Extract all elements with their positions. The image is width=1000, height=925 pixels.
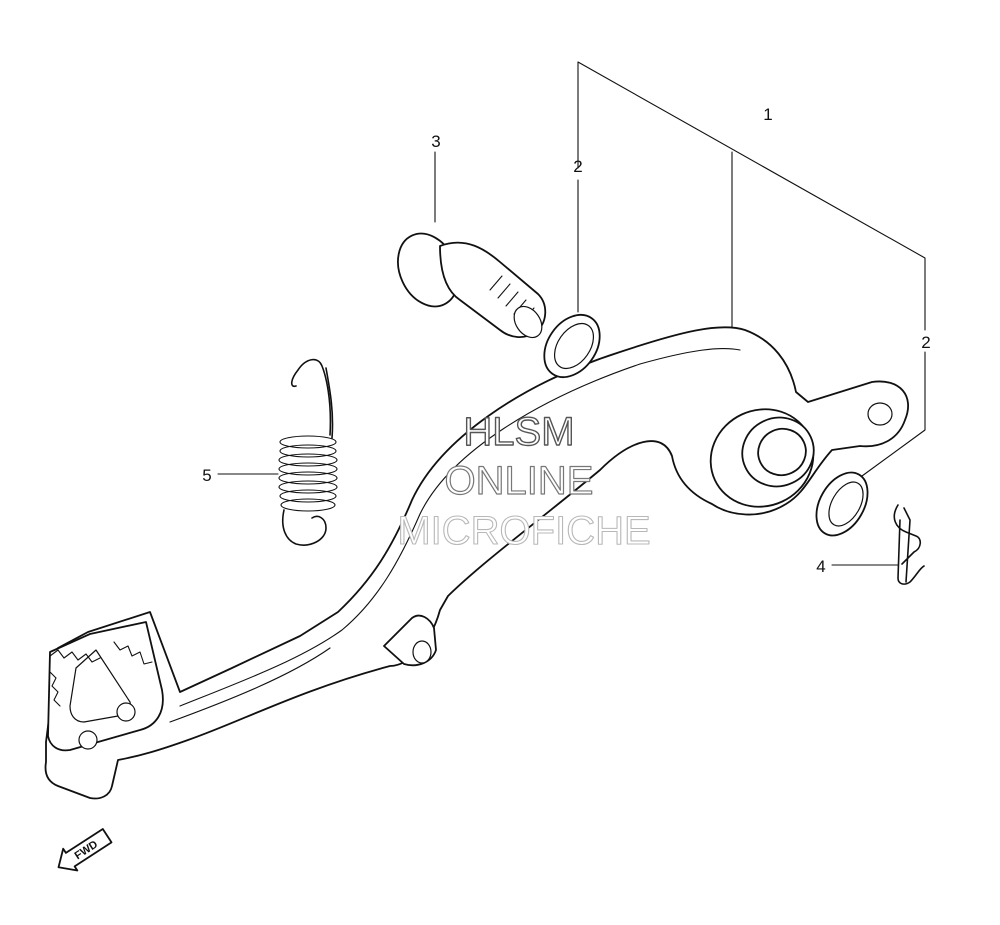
bolt-end: [513, 305, 543, 339]
switch-arm-hole: [867, 402, 893, 426]
callout-2-upper: 2: [573, 157, 582, 176]
callout-5: 5: [202, 466, 211, 485]
callout-2-lower: 2: [921, 333, 930, 352]
watermark-line-3: MICROFICHE: [397, 509, 650, 553]
pedal-tip-bolt-2: [78, 730, 98, 750]
bracket-part-1: [577, 61, 926, 331]
pivot-bolt: [397, 232, 547, 339]
forward-arrow-icon: [57, 828, 113, 872]
pedal-arm: [44, 326, 909, 800]
bolt-thread: [489, 275, 535, 323]
callout-1: 1: [763, 105, 772, 124]
spring-coils: [278, 435, 338, 512]
pedal-arm-edge-2: [169, 647, 331, 723]
clevis-hole: [412, 640, 432, 664]
return-spring: [278, 358, 338, 546]
seal-upper: [543, 314, 601, 378]
cotter-pin: [893, 504, 925, 585]
watermark-line-2: ONLINE: [445, 459, 594, 503]
seal-lower: [815, 471, 869, 537]
callout-labels: 1 2 2 3 4 5: [202, 105, 930, 576]
brake-pedal: [44, 326, 909, 800]
pedal-tip-bolt-1: [116, 702, 136, 722]
pedal-arm-edge: [179, 348, 741, 707]
fwd-marker: FWD: [57, 828, 113, 872]
leader-lines: [217, 61, 926, 566]
leader-2-lower: [861, 351, 926, 477]
callout-3: 3: [431, 132, 440, 151]
callout-4: 4: [816, 557, 825, 576]
watermark: HLSM ONLINE MICROFICHE: [397, 409, 651, 553]
watermark-line-1: HLSM: [463, 410, 574, 454]
pivot-bore: [757, 427, 807, 477]
pedal-tip-teeth: [49, 641, 153, 707]
